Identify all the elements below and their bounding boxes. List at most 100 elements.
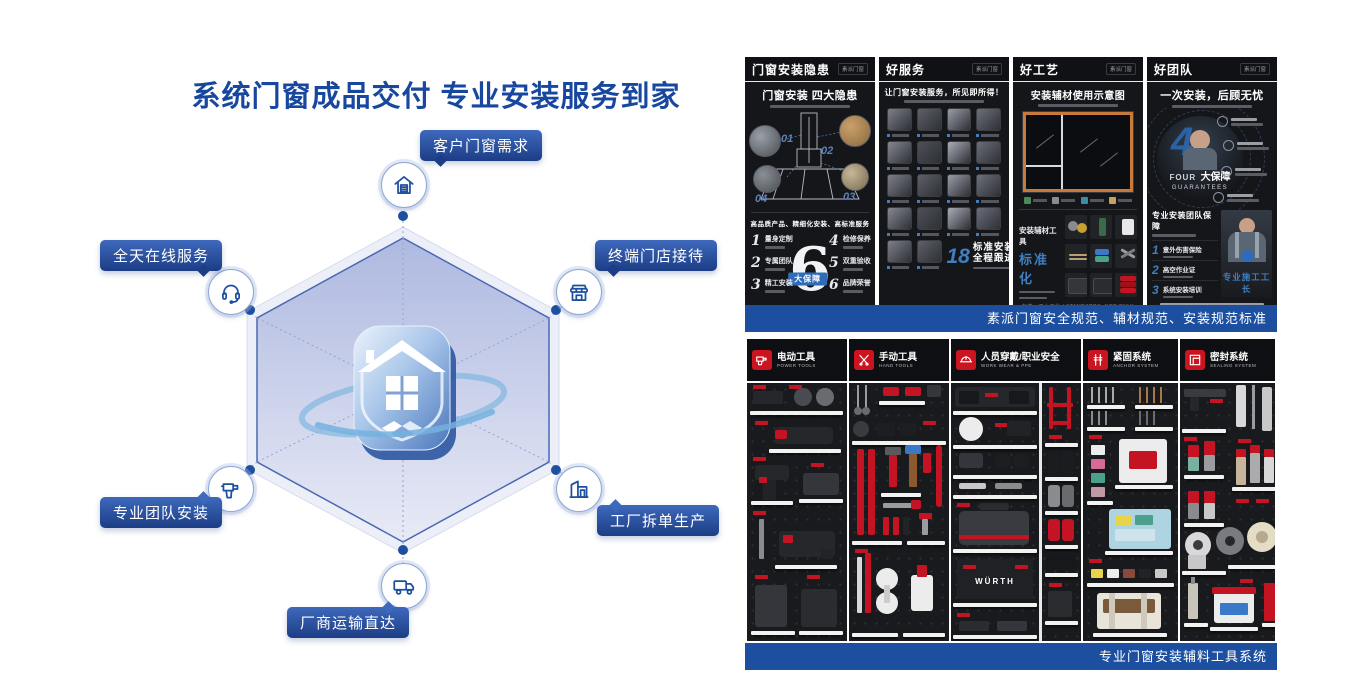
- shelf: [751, 501, 793, 505]
- crossed-tools-icon: [854, 350, 874, 370]
- node-circle-store-reception: [556, 269, 602, 315]
- brand-logo: 素派门窗: [971, 63, 1002, 75]
- tool-item: [1107, 569, 1119, 578]
- shelf: [1045, 545, 1078, 549]
- shelf: [1045, 477, 1078, 481]
- foreman-caption: 专业施工工长: [1222, 272, 1271, 294]
- page-title: 系统门窗成品交付 专业安装服务到家: [191, 81, 681, 114]
- shelf: [953, 635, 1037, 639]
- safety-helmet-icon: [956, 350, 976, 370]
- shelf: [775, 565, 837, 569]
- danger-photo-3: [841, 163, 869, 191]
- node-bubble-team-installation: 专业团队安装: [100, 497, 223, 528]
- price-tag: [1238, 439, 1251, 443]
- point-icon: [1221, 166, 1232, 177]
- shelf: [1182, 429, 1226, 433]
- tool-item: [1190, 397, 1199, 411]
- service-photo: [976, 108, 1001, 138]
- tool-item: [911, 500, 921, 509]
- service-photo: [916, 174, 942, 204]
- tool-item: [1204, 441, 1215, 455]
- panel-title: 安装辅材使用示意图: [1030, 91, 1126, 102]
- tool-item: [1191, 577, 1195, 584]
- tool-item: [911, 575, 933, 611]
- node-circle-factory-production: [556, 466, 602, 512]
- headset-icon: [222, 284, 240, 304]
- point-icon: [1217, 116, 1228, 127]
- tool-item: [1091, 569, 1103, 578]
- shelf: [799, 499, 843, 503]
- tool-item: [1098, 387, 1100, 403]
- tool-item: [1046, 555, 1076, 569]
- tool-item: [1141, 593, 1147, 629]
- tool-item: [923, 453, 931, 473]
- window-frame-diagram: [1023, 112, 1133, 192]
- shelf: [1262, 623, 1275, 627]
- tool-item: [759, 477, 767, 483]
- shelf: [1045, 621, 1078, 625]
- shelf: [852, 441, 946, 445]
- tool-item: [1105, 411, 1107, 425]
- tool-item: [1067, 387, 1071, 429]
- tool-item: [995, 453, 1011, 469]
- tool-wall-column-hand-tools: [849, 383, 949, 641]
- price-tag: [755, 575, 768, 579]
- shelf: [1232, 487, 1275, 491]
- price-tag: [753, 511, 766, 515]
- tool-item: [865, 385, 867, 409]
- shelf: [852, 633, 898, 637]
- divider: [751, 212, 869, 213]
- tool-item: [1188, 445, 1199, 457]
- tool-item: [1048, 519, 1060, 541]
- tool-item: [927, 385, 941, 397]
- tool-item: [759, 519, 764, 559]
- tool-item: [905, 445, 921, 454]
- house-door-icon: [394, 176, 414, 194]
- tool-item: [1139, 569, 1151, 578]
- shelf: [953, 495, 1037, 499]
- tool-item: [1047, 403, 1073, 407]
- tool-item: [883, 387, 899, 396]
- panel-title: 让门窗安装服务，所见即所得！: [884, 88, 1004, 97]
- tool-item: [854, 407, 862, 415]
- price-tag: [1240, 579, 1253, 583]
- shelf: [879, 401, 925, 405]
- shelf: [1087, 583, 1174, 587]
- tool-item: [755, 585, 787, 627]
- point-icon: [1213, 192, 1224, 203]
- danger-photo-1: [749, 125, 781, 157]
- tool-item: [1204, 455, 1215, 471]
- guarantee-point: [1223, 140, 1269, 151]
- price-tag: [1049, 435, 1062, 439]
- shelf: [953, 411, 1037, 415]
- tool-item: [909, 454, 917, 487]
- tool-item: [1250, 453, 1260, 483]
- price-tag: [923, 421, 936, 425]
- tool-item: [1204, 503, 1215, 519]
- tool-item: [1091, 459, 1105, 469]
- tool-item: [801, 589, 837, 627]
- shelf: [1087, 427, 1125, 431]
- highlight-line1: 标准安装: [972, 242, 1009, 254]
- shelf: [1115, 485, 1173, 489]
- service-steps-grid: 18 标准安装全程跟进: [879, 103, 1009, 270]
- brand-logo: 素派门窗: [837, 63, 868, 75]
- factory-icon: [569, 480, 589, 498]
- shelf: [907, 541, 945, 545]
- shelf: [953, 445, 1037, 449]
- price-tag: [1015, 565, 1028, 569]
- tool-item: [1039, 383, 1042, 641]
- worker-photo: [1190, 130, 1210, 150]
- shelf: [1184, 623, 1208, 627]
- tool-wall-column-power-tools: [747, 383, 847, 641]
- tool-item: [1007, 421, 1031, 436]
- tool-item: [775, 427, 833, 444]
- tool-item: [857, 449, 864, 535]
